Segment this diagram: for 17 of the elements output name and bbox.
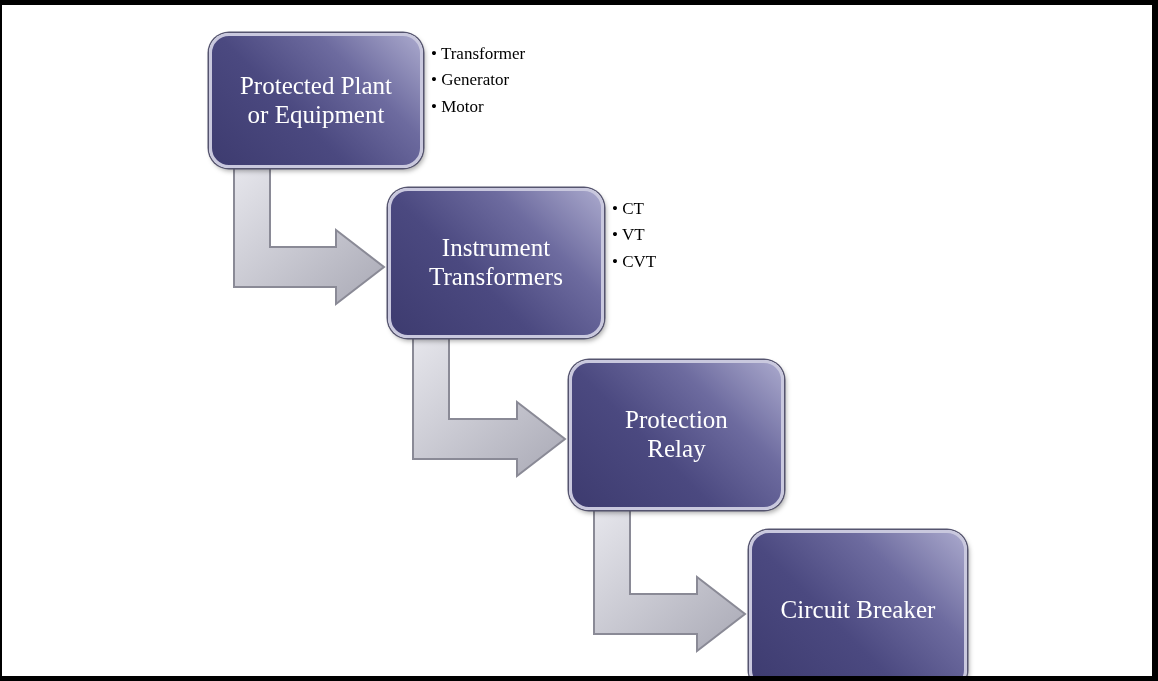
bullet-item: • CVT <box>612 250 657 273</box>
bullet-item: • CT <box>612 198 644 220</box>
bullet-item: • Motor <box>431 95 484 118</box>
bullet-item: • VT <box>612 224 645 247</box>
box-label: Circuit Breaker <box>780 595 936 625</box>
process-box <box>209 33 423 168</box>
block-arrow <box>233 167 386 307</box>
process-box <box>388 188 604 338</box>
box-label: Protection Relay <box>624 406 729 464</box>
process-box <box>569 360 784 510</box>
box-label: Instrument Transformers <box>428 234 564 292</box>
block-arrow <box>412 337 567 479</box>
bullet-item: • Transformer <box>431 43 526 65</box>
process-box <box>749 530 967 676</box>
bullet-item: • Generator <box>431 69 510 92</box>
box-label: Protected Plant or Equipment <box>238 71 394 130</box>
block-arrow <box>593 509 747 654</box>
